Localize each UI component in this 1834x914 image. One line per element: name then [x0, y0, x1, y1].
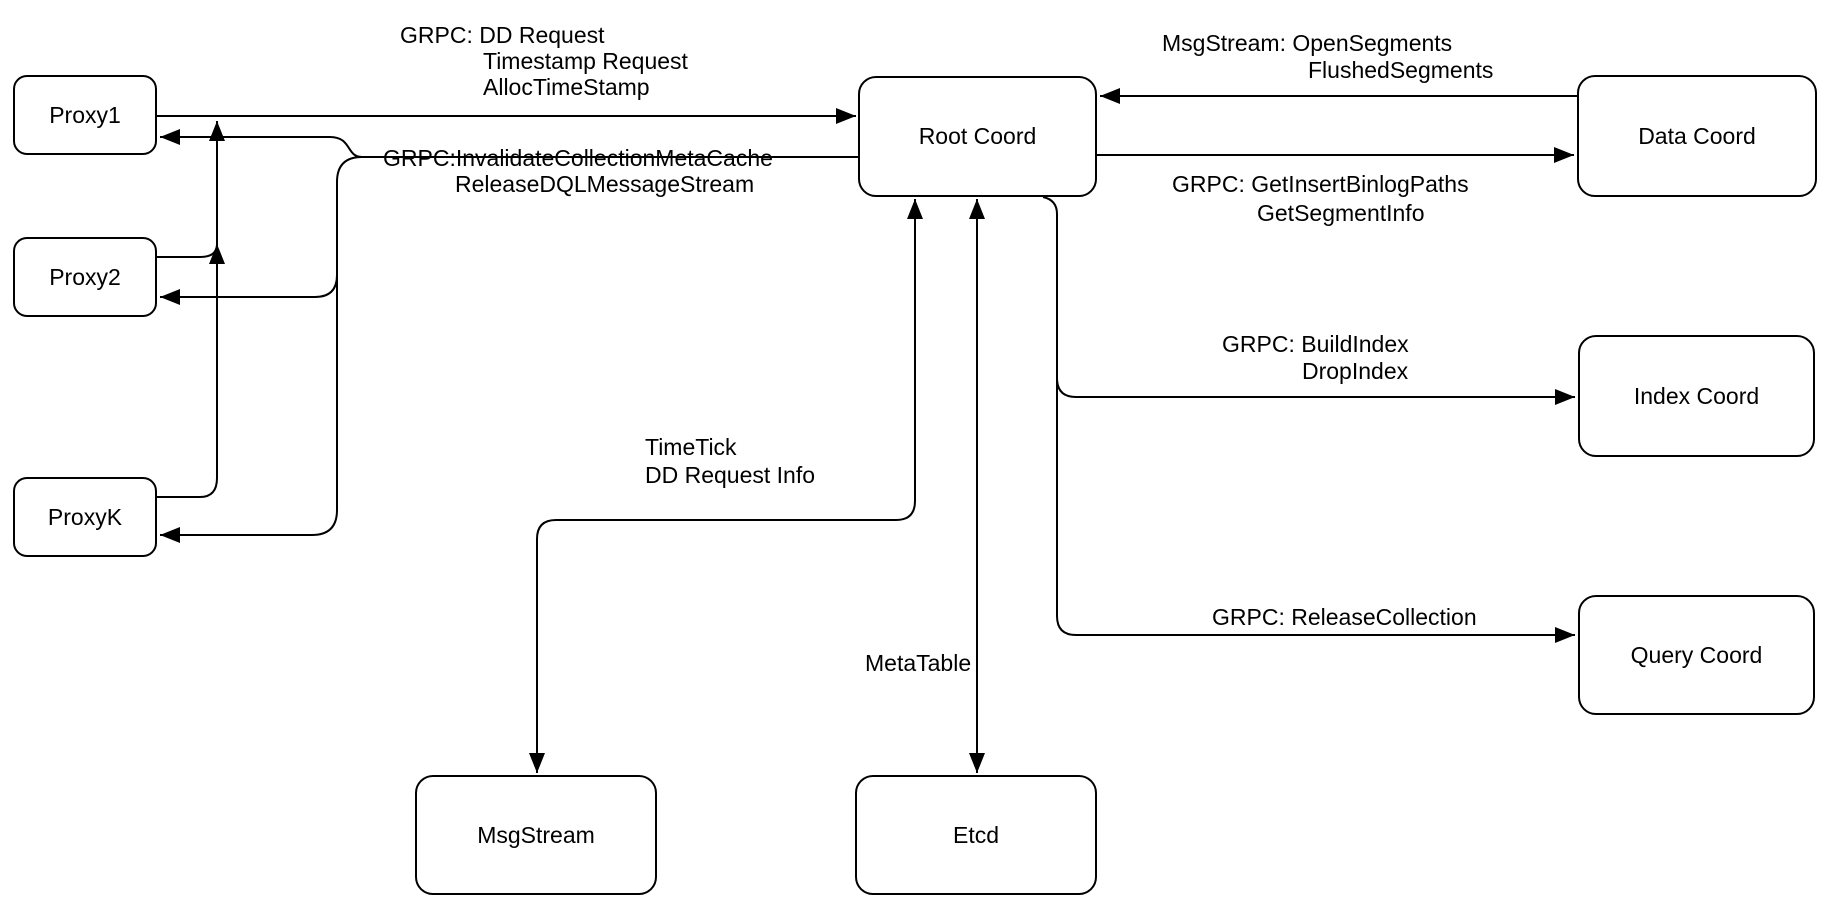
node-data-coord: Data Coord: [1577, 75, 1817, 197]
edge-rootcoord-to-querycoord: [1056, 214, 1575, 643]
edge-label-build-index-1: GRPC: BuildIndex: [1222, 331, 1409, 357]
node-label: MsgStream: [477, 821, 595, 848]
node-root-coord: Root Coord: [858, 76, 1097, 197]
edge-proxyk-out: [157, 477, 218, 498]
edge-label-dd-request-2: Timestamp Request: [483, 48, 688, 74]
node-label: Query Coord: [1630, 641, 1763, 668]
node-label: Data Coord: [1638, 122, 1756, 149]
edge-rootcoord-to-proxy2: [160, 274, 338, 305]
edge-label-release-collection: GRPC: ReleaseCollection: [1212, 604, 1477, 630]
node-label: ProxyK: [47, 503, 123, 530]
edge-label-time-tick-1: TimeTick: [645, 434, 737, 460]
edge-rootcoord-msgstream: [529, 199, 923, 773]
edge-label-dd-request-1: GRPC: DD Request: [400, 22, 605, 48]
edge-proxy2-out: [157, 243, 225, 265]
node-proxy1: Proxy1: [13, 75, 157, 155]
node-msgstream: MsgStream: [415, 775, 657, 895]
edge-label-invalidate-2: ReleaseDQLMessageStream: [455, 171, 755, 197]
edge-label-get-insert-1: GRPC: GetInsertBinlogPaths: [1172, 171, 1469, 197]
edge-rootcoord-to-proxyk: [160, 156, 858, 543]
node-label: Root Coord: [918, 123, 1037, 149]
edge-label-open-segments-2: FlushedSegments: [1308, 57, 1494, 83]
node-label: Proxy1: [49, 101, 121, 128]
node-label: Proxy2: [49, 263, 121, 290]
edge-label-dd-request-3: AllocTimeStamp: [483, 74, 650, 100]
edge-label-time-tick-2: DD Request Info: [645, 462, 816, 488]
node-proxyk: ProxyK: [13, 477, 157, 557]
node-proxy2: Proxy2: [13, 237, 157, 317]
edge-label-get-insert-2: GetSegmentInfo: [1257, 200, 1425, 226]
edge-label-open-segments-1: MsgStream: OpenSegments: [1162, 30, 1453, 56]
edge-rootcoord-to-proxy1: [160, 129, 363, 158]
node-etcd: Etcd: [855, 775, 1097, 895]
node-query-coord: Query Coord: [1578, 595, 1815, 715]
node-index-coord: Index Coord: [1578, 335, 1815, 457]
node-label: Index Coord: [1633, 382, 1760, 409]
edge-label-build-index-2: DropIndex: [1302, 358, 1409, 384]
node-label: Etcd: [952, 821, 1000, 848]
edge-label-invalidate-1: GRPC:InvalidateCollectionMetaCache: [383, 145, 773, 171]
edge-label-meta-table: MetaTable: [865, 650, 972, 676]
